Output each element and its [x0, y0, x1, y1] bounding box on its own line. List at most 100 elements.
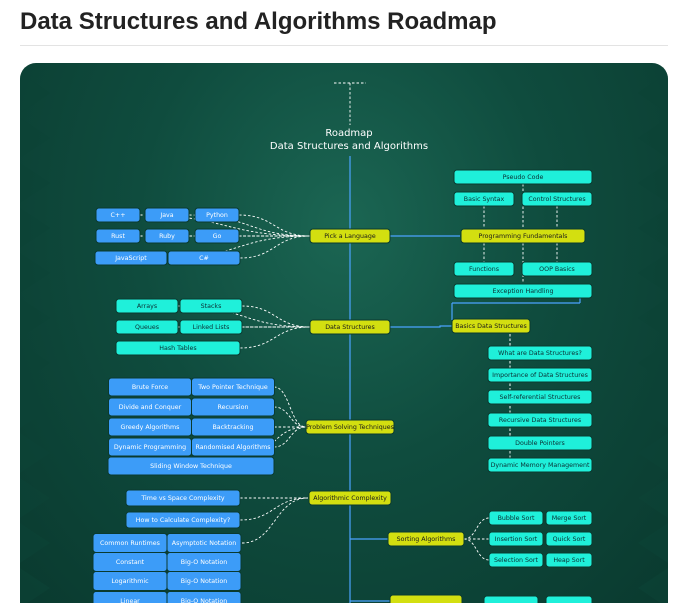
- node-how-to-calculate-complexity[interactable]: How to Calculate Complexity?: [125, 511, 241, 529]
- node-box: [191, 397, 275, 417]
- node-python[interactable]: Python: [194, 207, 240, 223]
- node-programming-fundamentals[interactable]: Programming Fundamentals: [460, 228, 586, 244]
- chevron-left-decoration: [20, 343, 50, 383]
- node-box: [451, 318, 531, 334]
- node-box: [194, 207, 240, 223]
- node-insertion-sort[interactable]: Insertion Sort: [488, 531, 544, 547]
- node-box: [305, 419, 395, 435]
- node-two-pointer-technique[interactable]: Two Pointer Technique: [191, 377, 275, 397]
- node-merge-sort[interactable]: Merge Sort: [545, 510, 593, 526]
- node-sorting-algorithms[interactable]: Sorting Algorithms: [387, 531, 465, 547]
- chevron-left-decoration: [20, 298, 50, 338]
- node-box: [387, 531, 465, 547]
- node-heap-sort[interactable]: Heap Sort: [545, 552, 593, 568]
- node-box: [521, 191, 593, 207]
- node-basic-syntax[interactable]: Basic Syntax: [453, 191, 515, 207]
- node-label: Linear: [120, 598, 140, 603]
- node-box: [191, 437, 275, 457]
- node-c[interactable]: C++: [95, 207, 141, 223]
- node-big-o-notation[interactable]: Big-O Notation: [166, 571, 242, 591]
- node-arrays[interactable]: Arrays: [115, 298, 179, 314]
- node-dynamic-memory-management[interactable]: Dynamic Memory Management: [487, 457, 593, 473]
- node-box: [166, 591, 242, 603]
- node-big-o-notation[interactable]: Big-O Notation: [166, 552, 242, 572]
- node-rust[interactable]: Rust: [95, 228, 141, 244]
- node-label: How to Calculate Complexity?: [136, 517, 230, 524]
- chevron-left-decoration: [20, 388, 50, 428]
- node-backtracking[interactable]: Backtracking: [191, 417, 275, 437]
- node-javascript[interactable]: JavaScript: [94, 250, 168, 266]
- node-algorithmic-complexity[interactable]: Algorithmic Complexity: [308, 490, 392, 506]
- connector-complexity: [239, 497, 309, 521]
- node-basics-data-structures[interactable]: Basics Data Structures: [451, 318, 531, 334]
- node-java[interactable]: Java: [144, 207, 190, 223]
- node-box: [545, 552, 593, 568]
- connector-sort: [463, 517, 490, 540]
- node-greedy-algorithms[interactable]: Greedy Algorithms: [108, 417, 192, 437]
- connector-complexity: [241, 497, 309, 544]
- node-label: Pseudo Code: [503, 174, 544, 181]
- node-asymptotic-notation[interactable]: Asymptotic Notation: [166, 533, 242, 553]
- node-label: Control Structures: [528, 196, 585, 203]
- node-importance-of-data-structures[interactable]: Importance of Data Structures: [487, 367, 593, 383]
- connector-sort: [463, 538, 490, 561]
- node-sliding-window-technique[interactable]: Sliding Window Technique: [107, 456, 275, 476]
- node-pseudo-code[interactable]: Pseudo Code: [453, 169, 593, 185]
- node-label: Data Structures: [325, 324, 375, 331]
- chevron-right-decoration: [638, 118, 668, 158]
- node-control-structures[interactable]: Control Structures: [521, 191, 593, 207]
- node-label: Big-O Notation: [181, 559, 227, 566]
- connector-language: [139, 214, 311, 237]
- node-dynamic-programming[interactable]: Dynamic Programming: [108, 437, 192, 457]
- node-box: [95, 228, 141, 244]
- node-box: [488, 510, 544, 526]
- chevron-left-decoration: [20, 478, 50, 518]
- node-hash-tables[interactable]: Hash Tables: [115, 340, 241, 356]
- node-what-are-data-structures[interactable]: What are Data Structures?: [487, 345, 593, 361]
- node-box: [95, 207, 141, 223]
- node-selection-sort[interactable]: Selection Sort: [488, 552, 544, 568]
- node-common-runtimes[interactable]: Common Runtimes: [92, 533, 168, 553]
- connector-technique: [273, 386, 307, 428]
- node-problem-solving-techniques[interactable]: Problem Solving Techniques: [305, 419, 395, 435]
- node-label: Java: [159, 212, 173, 219]
- node-label: Heap Sort: [553, 557, 585, 564]
- chevron-right-decoration: [638, 433, 668, 473]
- node-box: [191, 417, 275, 437]
- connector-language: [238, 214, 311, 237]
- node-exception-handling[interactable]: Exception Handling: [453, 283, 593, 299]
- node-data-structures[interactable]: Data Structures: [309, 319, 391, 335]
- node-brute-force[interactable]: Brute Force: [108, 377, 192, 397]
- node-go[interactable]: Go: [194, 228, 240, 244]
- chevron-right-decoration: [638, 343, 668, 383]
- node-recursive-data-structures[interactable]: Recursive Data Structures: [487, 412, 593, 428]
- node-bubble-sort[interactable]: Bubble Sort: [488, 510, 544, 526]
- node-label: Constant: [116, 559, 145, 566]
- node-constant[interactable]: Constant: [92, 552, 168, 572]
- node-functions[interactable]: Functions: [453, 261, 515, 277]
- node-box: [191, 377, 275, 397]
- node-linear[interactable]: Linear: [92, 591, 168, 603]
- node-divide-and-conquer[interactable]: Divide and Conquer: [108, 397, 192, 417]
- node-quick-sort[interactable]: Quick Sort: [545, 531, 593, 547]
- node-c[interactable]: C#: [167, 250, 241, 266]
- node-logarithmic[interactable]: Logarithmic: [92, 571, 168, 591]
- node-self-referential-structures[interactable]: Self-referential Structures: [487, 389, 593, 405]
- node-label: OOP Basics: [539, 266, 575, 273]
- node-label: Importance of Data Structures: [492, 372, 588, 379]
- node-stacks[interactable]: Stacks: [179, 298, 243, 314]
- node-recursion[interactable]: Recursion: [191, 397, 275, 417]
- node-big-o-notation[interactable]: Big-O Notation: [166, 591, 242, 603]
- node-oop-basics[interactable]: OOP Basics: [521, 261, 593, 277]
- node-double-pointers[interactable]: Double Pointers: [487, 435, 593, 451]
- node-queues[interactable]: Queues: [115, 319, 179, 335]
- node-label: Double Pointers: [515, 440, 565, 447]
- node-time-vs-space-complexity[interactable]: Time vs Space Complexity: [125, 489, 241, 507]
- node-randomised-algorithms[interactable]: Randomised Algorithms: [191, 437, 275, 457]
- node-linked-lists[interactable]: Linked Lists: [179, 319, 243, 335]
- chevron-left-decoration: [20, 433, 50, 473]
- node-ruby[interactable]: Ruby: [144, 228, 190, 244]
- roadmap-subheading: Data Structures and Algorithms: [270, 141, 428, 152]
- node-label: Arrays: [137, 303, 157, 310]
- node-pick-a-language[interactable]: Pick a Language: [309, 228, 391, 244]
